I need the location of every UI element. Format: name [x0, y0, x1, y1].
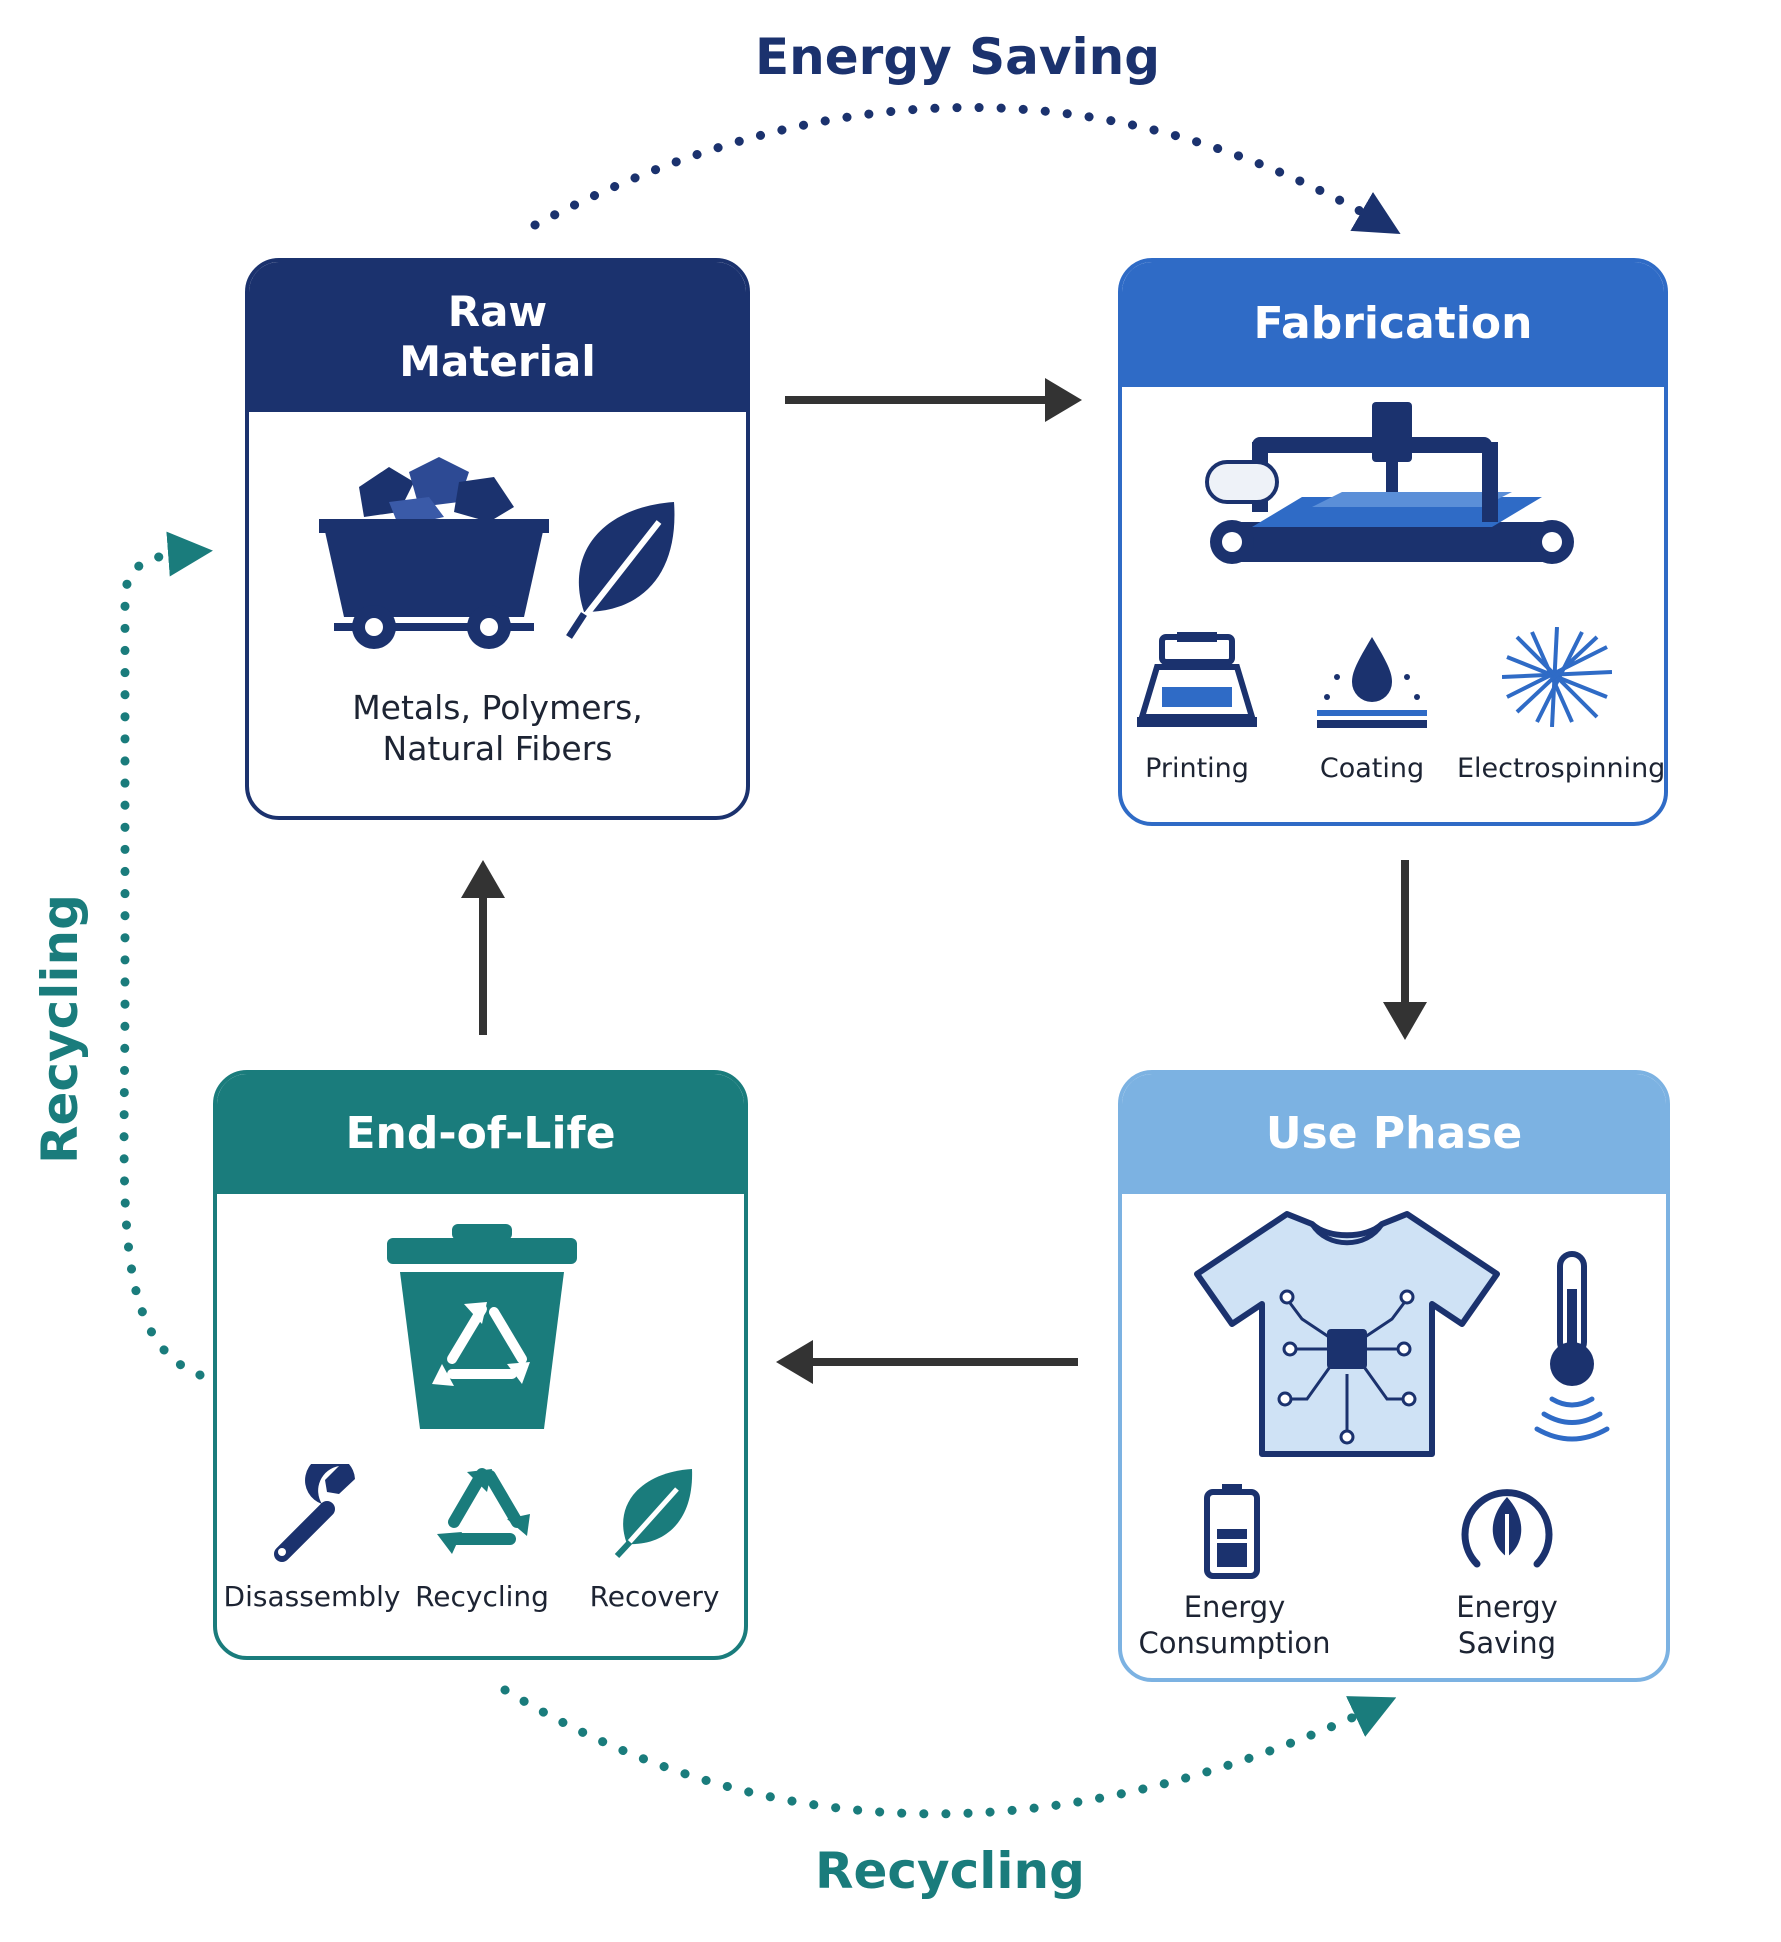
fiber-mesh-icon	[1502, 627, 1612, 727]
raw-material-body: Metals, Polymers, Natural Fibers	[249, 412, 746, 812]
energy-saving-loop-arrow	[530, 103, 1401, 235]
recycle-bin-icon	[387, 1224, 577, 1429]
use-phase-body: Energy Consumption Energy Saving	[1122, 1194, 1666, 1678]
fabrication-body: Printing Coating Electrospinning	[1122, 387, 1666, 822]
use-label-energy-saving: Energy Saving	[1422, 1589, 1592, 1662]
arrow-use-to-eol	[776, 1340, 1078, 1384]
eol-label-recovery: Recovery	[589, 1580, 720, 1613]
recycling-left-label: Recycling	[31, 894, 89, 1164]
wrench-icon	[274, 1464, 355, 1562]
coating-drop-icon	[1317, 637, 1427, 728]
recycle-icon	[437, 1468, 530, 1554]
raw-material-caption: Metals, Polymers, Natural Fibers	[249, 687, 746, 770]
leaf-icon	[566, 502, 675, 639]
use-phase-header: Use Phase	[1122, 1074, 1666, 1194]
thermometer-icon	[1534, 1251, 1610, 1442]
eol-label-recycling: Recycling	[415, 1580, 549, 1613]
end-of-life-body: Disassembly Recycling Recovery	[217, 1194, 744, 1656]
use-label-energy-consumption: Energy Consumption	[1127, 1589, 1342, 1662]
recycling-bottom-loop-arrow	[500, 1685, 1397, 1819]
method-label-electrospinning: Electrospinning	[1457, 753, 1666, 784]
use-phase-title: Use Phase	[1265, 1107, 1523, 1159]
fabrication-header: Fabrication	[1122, 262, 1664, 387]
use-label-energy-saving-line1: Energy	[1456, 1590, 1558, 1624]
raw-material-card: Raw Material Metals, Polymers, Natural F…	[245, 258, 750, 820]
use-label-energy-consumption-line2: Consumption	[1138, 1626, 1331, 1661]
use-phase-card: Use Phase	[1118, 1070, 1670, 1682]
battery-icon	[1204, 1484, 1260, 1579]
energy-saving-label: Energy Saving	[755, 28, 1160, 86]
fabrication-title: Fabrication	[1253, 298, 1533, 350]
raw-material-caption-line1: Metals, Polymers,	[352, 688, 643, 727]
end-of-life-header: End-of-Life	[217, 1074, 744, 1194]
leaf-recovery-icon	[614, 1469, 693, 1559]
printer-machine-icon	[1205, 402, 1574, 564]
use-label-energy-consumption-line1: Energy	[1183, 1590, 1286, 1624]
recycling-bottom-label: Recycling	[815, 1842, 1085, 1900]
arrow-fabrication-to-use	[1383, 860, 1427, 1040]
method-label-printing: Printing	[1145, 753, 1249, 784]
raw-material-title: Raw Material	[399, 286, 596, 386]
smart-shirt-icon	[1194, 1211, 1500, 1457]
use-label-energy-saving-line2: Saving	[1457, 1626, 1557, 1661]
arrow-raw-to-fabrication	[785, 378, 1082, 422]
eco-leaf-icon	[1461, 1489, 1553, 1569]
eol-label-disassembly: Disassembly	[223, 1580, 401, 1613]
recycling-left-loop-arrow	[119, 531, 213, 1380]
method-label-coating: Coating	[1319, 753, 1425, 784]
raw-material-header: Raw Material	[249, 262, 746, 412]
end-of-life-card: End-of-Life	[213, 1070, 748, 1660]
mine-cart-icon	[319, 457, 549, 649]
end-of-life-title: End-of-Life	[345, 1107, 616, 1159]
fabrication-card: Fabrication	[1118, 258, 1668, 826]
screen-print-icon	[1137, 632, 1257, 727]
arrow-eol-to-raw	[461, 860, 505, 1035]
raw-material-caption-line2: Natural Fibers	[382, 729, 613, 769]
